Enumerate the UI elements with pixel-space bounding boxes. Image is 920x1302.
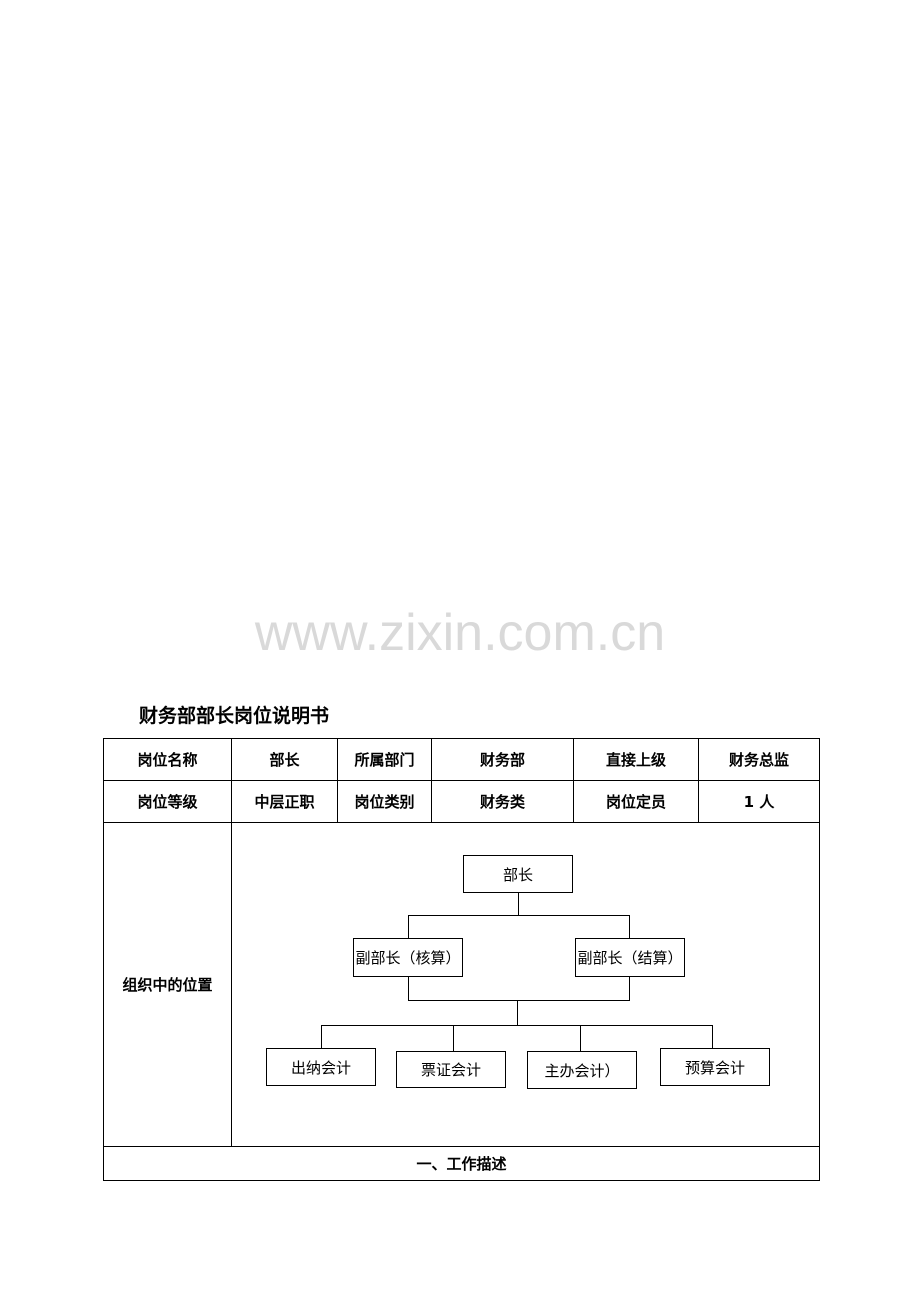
- connector-line: [408, 915, 409, 939]
- watermark: www.zixin.com.cn: [254, 604, 666, 662]
- label-supervisor: 直接上级: [573, 738, 699, 781]
- connector-line: [712, 1025, 713, 1050]
- label-position-level: 岗位等级: [103, 780, 232, 823]
- table-row: 岗位等级 中层正职 岗位类别 财务类 岗位定员 1 人: [103, 780, 820, 823]
- org-node-staff: 出纳会计: [266, 1048, 376, 1086]
- value-supervisor: 财务总监: [698, 738, 820, 781]
- label-org-position: 组织中的位置: [103, 822, 232, 1147]
- value-department: 财务部: [431, 738, 574, 781]
- job-description-table: 岗位名称 部长 所属部门 财务部 直接上级 财务总监 岗位等级 中层正职 岗位类…: [103, 738, 820, 1181]
- label-department: 所属部门: [337, 738, 432, 781]
- value-position-name: 部长: [231, 738, 338, 781]
- label-headcount: 岗位定员: [573, 780, 699, 823]
- table-row: 一、工作描述: [103, 1146, 820, 1181]
- org-node-staff: 票证会计: [396, 1051, 506, 1088]
- value-position-category: 财务类: [431, 780, 574, 823]
- connector-line: [453, 1025, 454, 1052]
- connector-line: [321, 1025, 322, 1050]
- org-node-deputy: 副部长（结算）: [575, 938, 685, 977]
- connector-line: [518, 892, 519, 915]
- org-node-deputy: 副部长（核算）: [353, 938, 463, 977]
- connector-line: [629, 976, 630, 1000]
- label-position-category: 岗位类别: [337, 780, 432, 823]
- connector-line: [629, 915, 630, 939]
- org-node-staff: 主办会计）: [527, 1051, 637, 1089]
- org-node-staff: 预算会计: [660, 1048, 770, 1086]
- table-row: 岗位名称 部长 所属部门 财务部 直接上级 财务总监: [103, 738, 820, 781]
- connector-line: [517, 1000, 518, 1025]
- connector-line: [408, 915, 630, 916]
- value-position-level: 中层正职: [231, 780, 338, 823]
- org-node-head: 部长: [463, 855, 573, 893]
- value-headcount: 1 人: [698, 780, 820, 823]
- section-heading-work-description: 一、工作描述: [103, 1146, 820, 1181]
- label-position-name: 岗位名称: [103, 738, 232, 781]
- org-chart: 部长 副部长（核算） 副部长（结算） 出纳会计 票证会计 主办会计） 预算会计: [233, 824, 819, 1146]
- org-chart-cell: 部长 副部长（核算） 副部长（结算） 出纳会计 票证会计 主办会计） 预算会计: [231, 822, 820, 1147]
- table-row: 组织中的位置 部长 副部长（核算） 副部长（结算）: [103, 822, 820, 1147]
- connector-line: [580, 1025, 581, 1052]
- document-title: 财务部部长岗位说明书: [139, 705, 330, 727]
- connector-line: [408, 976, 409, 1000]
- connector-line: [321, 1025, 713, 1026]
- connector-line: [408, 1000, 630, 1001]
